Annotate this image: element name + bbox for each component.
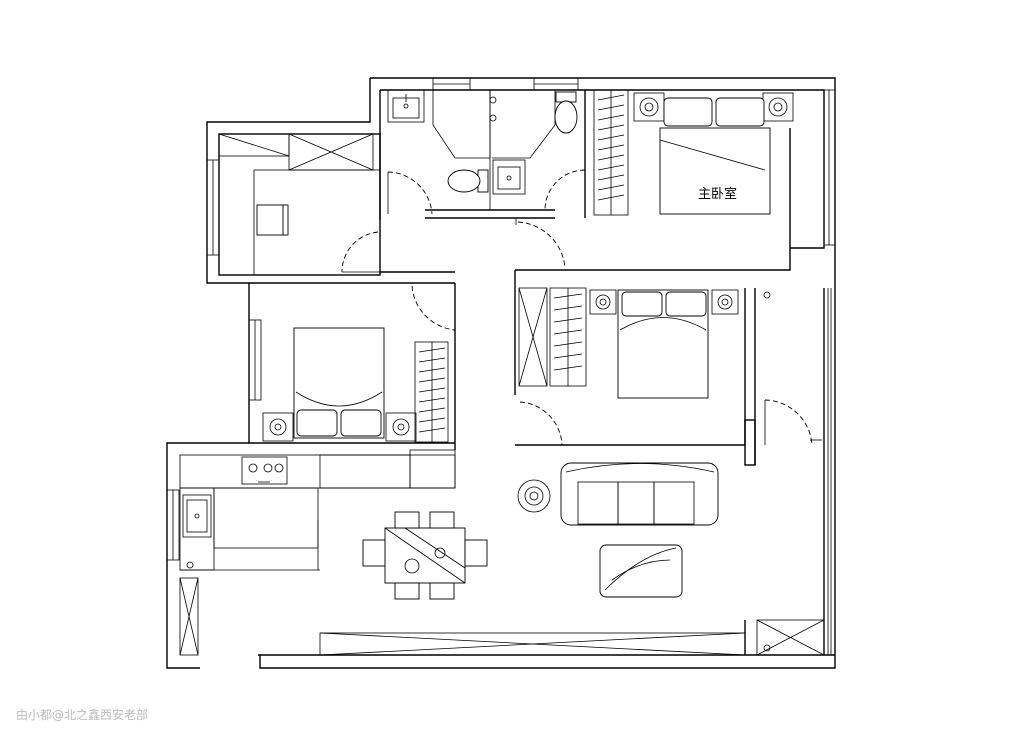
wardrobe-hangers bbox=[597, 94, 625, 201]
dining-table bbox=[362, 511, 488, 600]
bathroom bbox=[387, 89, 586, 225]
watermark: 由小都@北之鑫西安老部 bbox=[16, 708, 149, 722]
balcony bbox=[319, 619, 825, 656]
living-room bbox=[517, 462, 719, 598]
third-bedroom bbox=[514, 270, 771, 466]
second-bedroom bbox=[249, 283, 456, 450]
wardrobe-hangers-3 bbox=[553, 293, 583, 371]
kitchen bbox=[179, 449, 456, 656]
windows bbox=[166, 77, 836, 561]
wardrobe-hangers-2 bbox=[418, 347, 446, 433]
room-label-master-bedroom: 主卧室 bbox=[698, 186, 737, 202]
study-room bbox=[218, 133, 455, 284]
entry-door bbox=[764, 399, 822, 446]
master-bedroom: 主卧室 bbox=[515, 89, 794, 271]
